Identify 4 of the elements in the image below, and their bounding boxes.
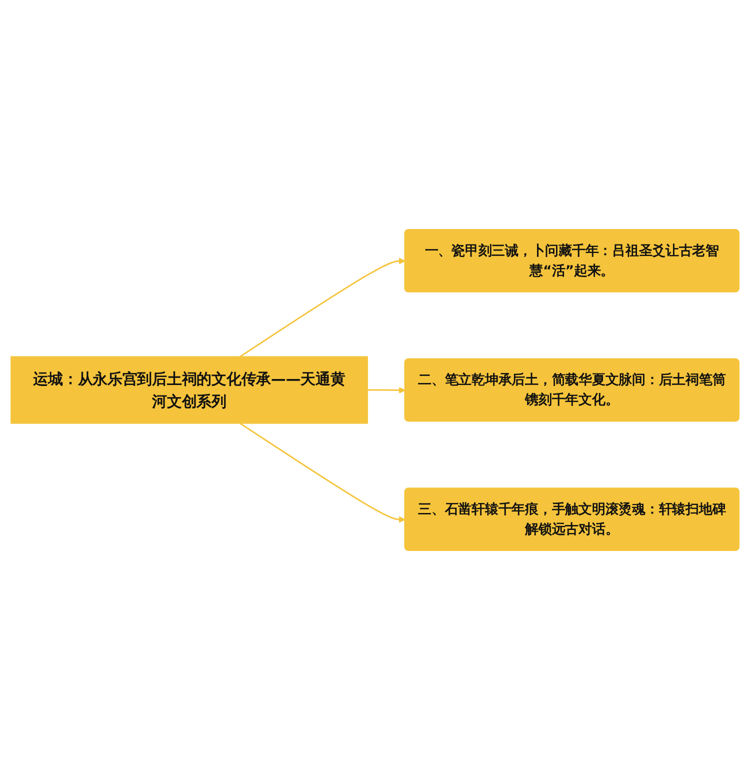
- arrow: [240, 258, 406, 358]
- node-box: 运城：从永乐宫到后土祠的文化传承——天通黄河文创系列: [10, 356, 368, 424]
- arrow: [240, 422, 406, 523]
- arrow: [368, 386, 406, 394]
